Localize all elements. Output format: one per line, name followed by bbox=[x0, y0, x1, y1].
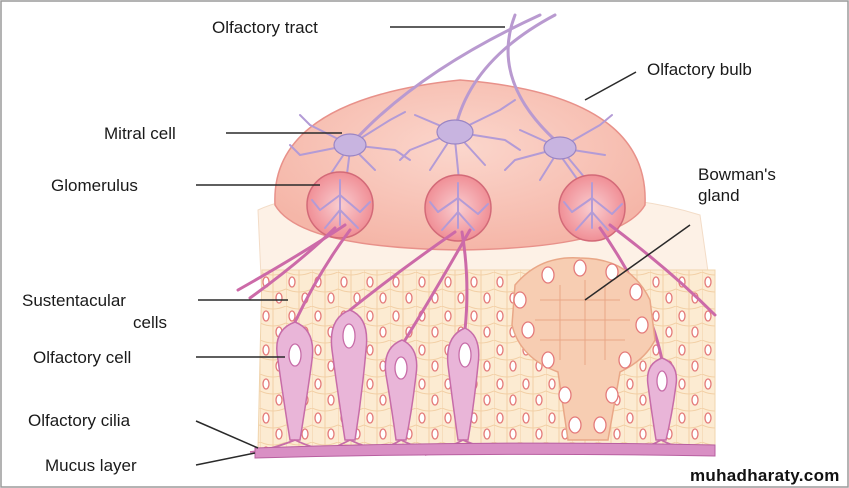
nerve-fiber-1 bbox=[236, 223, 347, 292]
bowmans-gland-shape bbox=[511, 256, 656, 441]
label-mucus-layer: Mucus layer bbox=[45, 456, 137, 475]
mitral-cell-middle bbox=[399, 99, 521, 191]
nerve-fiber-2 bbox=[248, 226, 337, 300]
mitral-cell-right bbox=[504, 114, 613, 191]
nerve-fiber-6 bbox=[400, 228, 472, 347]
tract-axon-3 bbox=[506, 13, 557, 142]
label-sustentacular-line2: cells bbox=[133, 313, 167, 332]
watermark: muhadharaty.com bbox=[690, 466, 840, 485]
glomerulus-right bbox=[558, 174, 626, 242]
nerve-fiber-7 bbox=[608, 223, 717, 317]
leader-olfactory-cilia bbox=[195, 420, 259, 449]
tract-axon-2 bbox=[453, 13, 557, 132]
label-bowmans-gland-line1: Bowman's bbox=[698, 165, 776, 184]
olfactory-cell-5 bbox=[646, 357, 678, 441]
mitral-cell-left bbox=[289, 111, 411, 191]
mucus-layer-shape bbox=[254, 442, 716, 459]
label-olfactory-bulb: Olfactory bulb bbox=[647, 60, 752, 79]
glomerulus-middle bbox=[424, 174, 492, 242]
label-olfactory-tract: Olfactory tract bbox=[212, 18, 318, 37]
label-glomerulus: Glomerulus bbox=[51, 176, 138, 195]
label-bowmans-gland-line2: gland bbox=[698, 186, 740, 205]
leader-olfactory-bulb bbox=[584, 71, 637, 101]
label-olfactory-cell: Olfactory cell bbox=[33, 348, 131, 367]
label-olfactory-cilia: Olfactory cilia bbox=[28, 411, 131, 430]
leader-bowmans-gland bbox=[584, 224, 691, 301]
nerve-fiber-3 bbox=[293, 228, 352, 324]
label-mitral-cell: Mitral cell bbox=[104, 124, 176, 143]
label-sustentacular-line1: Sustentacular bbox=[22, 291, 126, 310]
glomerulus-left bbox=[306, 171, 374, 239]
nerve-fiber-4 bbox=[348, 230, 457, 312]
leader-mucus-layer bbox=[195, 452, 256, 466]
